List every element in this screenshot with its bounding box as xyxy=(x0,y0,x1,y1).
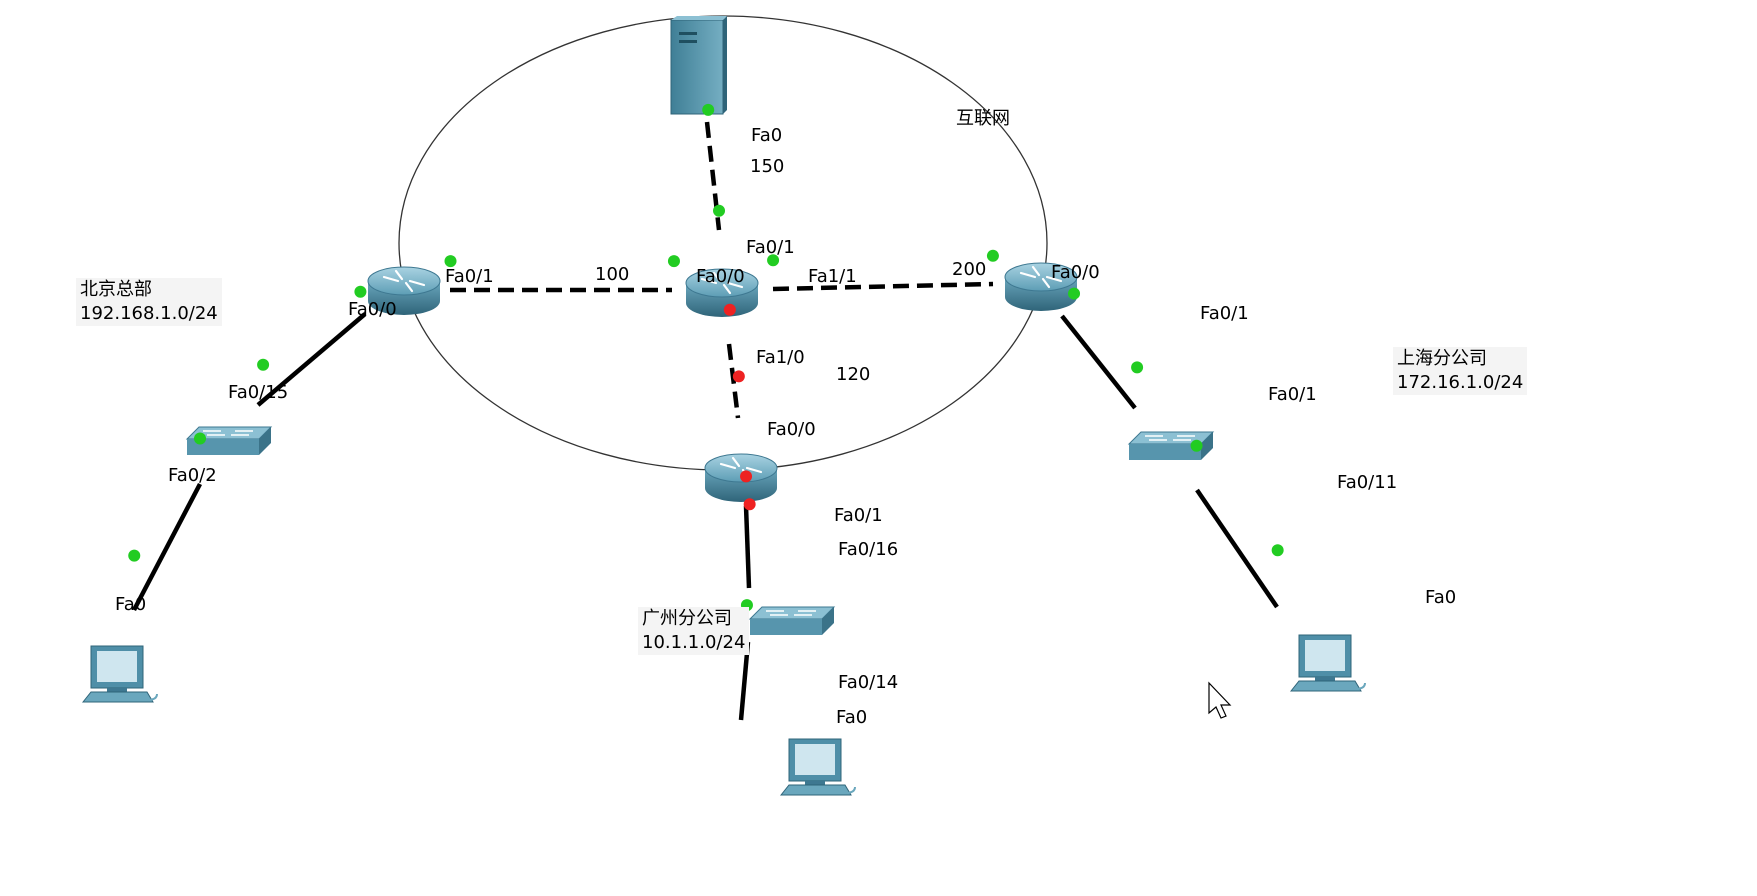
port-label: Fa0 xyxy=(836,707,867,728)
port-status-up-indicator xyxy=(767,254,780,267)
pc-icon[interactable] xyxy=(82,645,158,703)
port-label: Fa0 xyxy=(115,594,146,615)
link-core-sh[interactable] xyxy=(772,281,994,292)
mouse-cursor-icon xyxy=(1208,681,1232,719)
port-label: Fa0/14 xyxy=(838,672,898,693)
port-label: Fa1/0 xyxy=(756,347,805,368)
port-status-up-indicator xyxy=(713,204,726,217)
port-status-up-indicator xyxy=(986,249,999,262)
port-status-down-indicator xyxy=(743,498,756,511)
link-cost-label: 100 xyxy=(595,264,629,285)
port-status-up-indicator xyxy=(128,549,141,562)
port-label: Fa0 xyxy=(751,125,782,146)
beijing-zone-subnet: 192.168.1.0/24 xyxy=(80,303,218,324)
pc-icon[interactable] xyxy=(780,738,856,796)
port-label: Fa1/1 xyxy=(808,266,857,287)
port-status-up-indicator xyxy=(702,103,715,116)
link-bj-switch-pc[interactable] xyxy=(132,482,202,612)
port-label: Fa0 xyxy=(1425,587,1456,608)
port-status-up-indicator xyxy=(1068,287,1081,300)
port-label: Fa0/16 xyxy=(838,539,898,560)
internet-zone-label: 互联网 xyxy=(952,107,1014,131)
link-server-core[interactable] xyxy=(704,121,722,231)
link-gz-switch-pc[interactable] xyxy=(738,641,751,721)
port-label: Fa0/1 xyxy=(1200,303,1249,324)
port-label: Fa0/0 xyxy=(348,299,397,320)
port-status-up-indicator xyxy=(667,255,680,268)
port-label: Fa0/15 xyxy=(228,382,288,403)
port-label: Fa0/1 xyxy=(834,505,883,526)
guangzhou-zone-subnet: 10.1.1.0/24 xyxy=(642,632,746,653)
port-status-up-indicator xyxy=(354,285,367,298)
link-core-gz[interactable] xyxy=(726,343,741,419)
port-label: Fa0/1 xyxy=(445,266,494,287)
shanghai-zone-name: 上海分公司 xyxy=(1397,348,1487,369)
link-sh-switch[interactable] xyxy=(1060,314,1137,410)
beijing-zone-name: 北京总部 xyxy=(80,279,152,300)
shanghai-zone-label: 上海分公司 172.16.1.0/24 xyxy=(1393,347,1528,395)
link-bj-switch[interactable] xyxy=(256,312,367,407)
guangzhou-zone-label: 广州分公司 10.1.1.0/24 xyxy=(638,607,750,655)
port-status-up-indicator xyxy=(1131,361,1144,374)
link-sh-switch-pc[interactable] xyxy=(1195,488,1279,609)
shanghai-zone-subnet: 172.16.1.0/24 xyxy=(1397,372,1524,393)
internet-zone-name: 互联网 xyxy=(956,108,1010,129)
port-label: Fa0/1 xyxy=(746,237,795,258)
guangzhou-zone-name: 广州分公司 xyxy=(642,608,732,629)
port-label: Fa0/0 xyxy=(767,419,816,440)
port-label: Fa0/11 xyxy=(1337,472,1397,493)
port-status-up-indicator xyxy=(194,432,207,445)
port-status-up-indicator xyxy=(257,358,270,371)
port-status-up-indicator xyxy=(1190,439,1203,452)
link-cost-label: 200 xyxy=(952,259,986,280)
beijing-zone-label: 北京总部 192.168.1.0/24 xyxy=(76,278,222,326)
server-icon[interactable] xyxy=(670,16,727,115)
port-status-up-indicator xyxy=(444,255,457,268)
port-label: Fa0/0 xyxy=(1051,262,1100,283)
port-label: Fa0/0 xyxy=(696,266,745,287)
port-label: Fa0/2 xyxy=(168,465,217,486)
switch-icon[interactable] xyxy=(749,606,835,636)
pc-icon[interactable] xyxy=(1290,634,1366,692)
port-label: Fa0/1 xyxy=(1268,384,1317,405)
port-status-up-indicator xyxy=(1271,544,1284,557)
link-gz-switch[interactable] xyxy=(743,505,752,589)
link-cost-label: 150 xyxy=(750,156,784,177)
link-cost-label: 120 xyxy=(836,364,870,385)
port-status-down-indicator xyxy=(740,470,753,483)
port-status-down-indicator xyxy=(723,303,736,316)
port-status-down-indicator xyxy=(732,370,745,383)
